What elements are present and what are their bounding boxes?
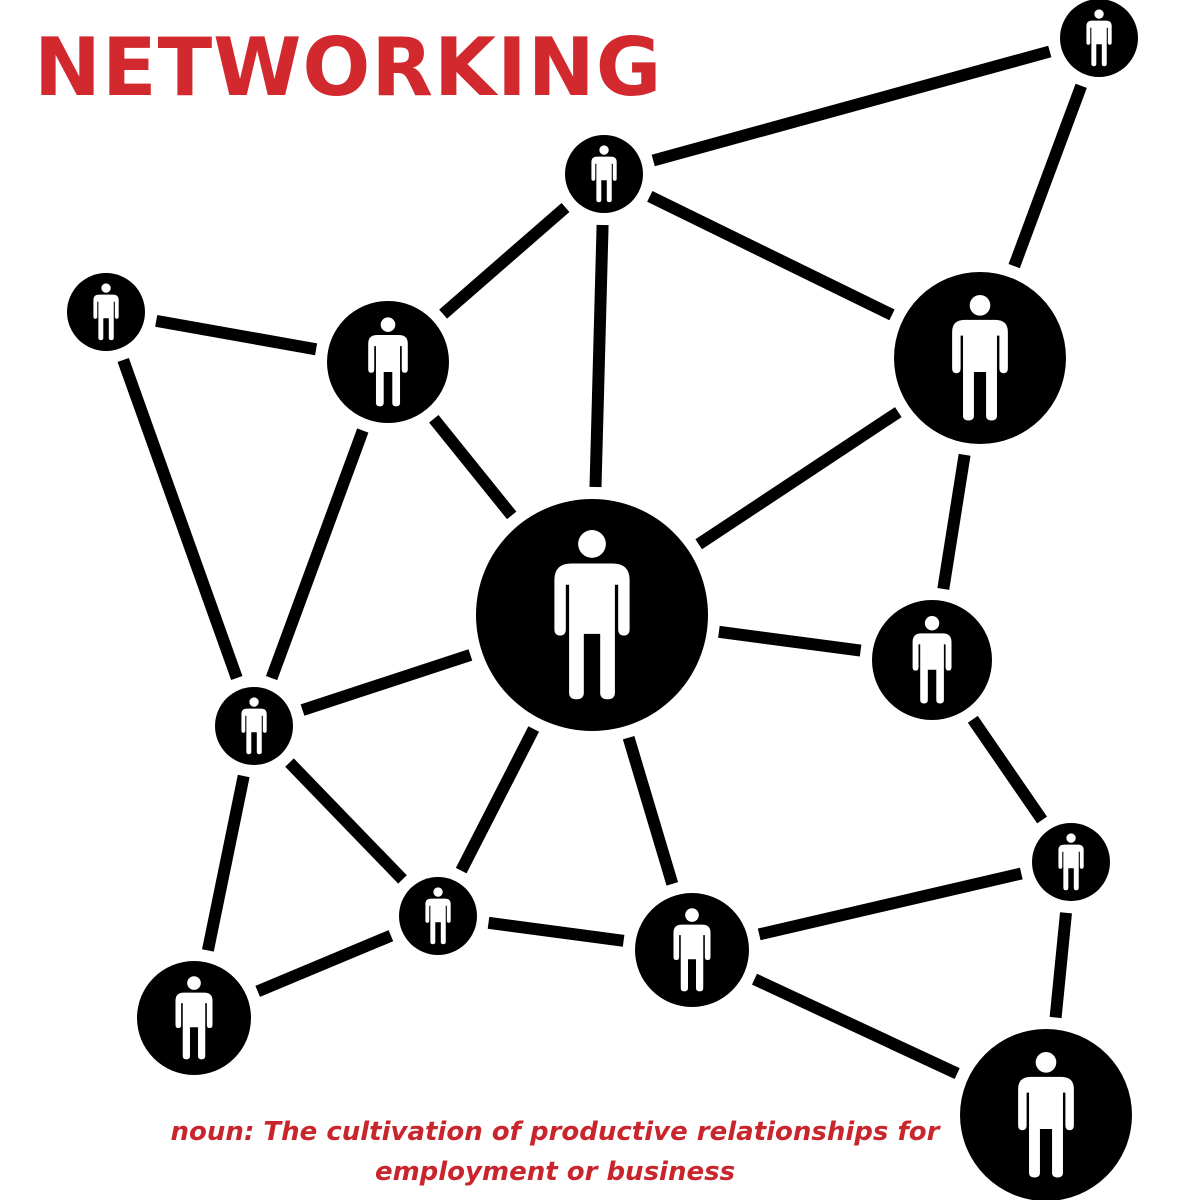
- connection-line: [967, 715, 1048, 824]
- person-node: [872, 600, 992, 720]
- person-node: [399, 877, 477, 955]
- connection-line: [155, 314, 318, 356]
- connection-line: [1049, 912, 1072, 1019]
- person-node: [476, 499, 708, 731]
- definition-line-2: employment or business: [374, 1157, 736, 1187]
- person-node: [67, 273, 145, 351]
- connection-line: [589, 224, 609, 488]
- connection-line: [429, 415, 517, 520]
- person-node: [894, 272, 1066, 444]
- connection-line: [439, 202, 570, 319]
- connection-line: [255, 930, 394, 997]
- person-node: [1032, 823, 1110, 901]
- connection-line: [455, 726, 540, 874]
- connection-line: [751, 973, 960, 1080]
- person-node: [327, 301, 449, 423]
- connection-line: [300, 649, 473, 716]
- connection-line: [202, 774, 250, 952]
- page-title: NETWORKING: [34, 21, 663, 114]
- connection-line: [647, 191, 895, 321]
- connection-line: [487, 916, 625, 947]
- connection-line: [695, 407, 902, 550]
- person-node: [635, 893, 749, 1007]
- definition-line-1: noun: The cultivation of productive rela…: [170, 1117, 940, 1147]
- person-nodes: [67, 0, 1138, 1200]
- connection-line: [265, 428, 369, 681]
- connection-line: [937, 453, 971, 590]
- connection-line: [651, 45, 1052, 167]
- connection-line: [285, 758, 407, 884]
- connection-line: [622, 735, 679, 886]
- person-node: [137, 961, 251, 1075]
- connection-line: [117, 357, 243, 681]
- person-node: [1060, 0, 1138, 77]
- person-node: [565, 135, 643, 213]
- connection-line: [1008, 83, 1087, 269]
- person-node: [960, 1029, 1132, 1200]
- person-node: [215, 687, 293, 765]
- connection-line: [757, 867, 1023, 941]
- connection-lines: [117, 45, 1087, 1080]
- connection-line: [718, 625, 862, 657]
- definition-caption: noun: The cultivation of productive rela…: [150, 1112, 960, 1192]
